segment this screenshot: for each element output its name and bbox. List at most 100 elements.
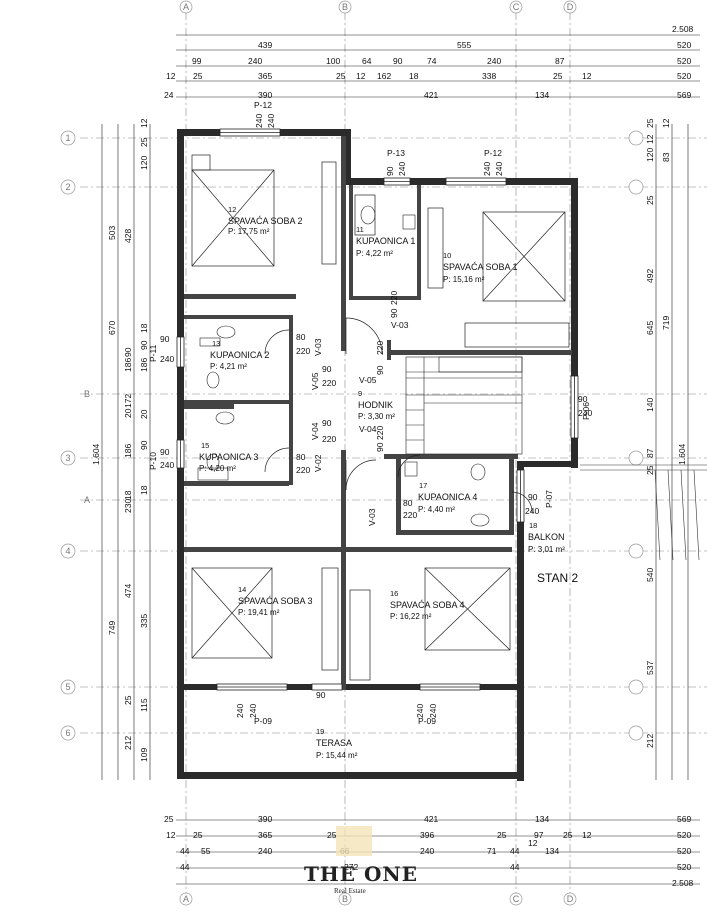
grid-label-bottom-a: A [183,894,189,904]
svg-text:25: 25 [563,830,573,840]
grid-label-b-row: B [84,389,90,399]
svg-text:12: 12 [582,71,592,81]
top-dimension-lines [176,34,700,98]
svg-text:240: 240 [494,162,504,176]
interior-walls [184,136,572,690]
svg-text:749: 749 [107,621,117,635]
svg-text:90: 90 [375,442,385,452]
svg-text:396: 396 [420,830,434,840]
svg-text:1.604: 1.604 [677,443,687,465]
svg-text:P-12: P-12 [254,100,272,110]
svg-text:220: 220 [375,426,385,440]
svg-text:537: 537 [645,661,655,675]
svg-text:25: 25 [645,195,655,205]
grid-label-bottom-b: B [342,894,348,904]
svg-text:25: 25 [193,71,203,81]
svg-text:569: 569 [677,90,691,100]
svg-text:12: 12 [166,71,176,81]
room-area: P: 3,30 m² [358,412,395,421]
svg-text:P-07: P-07 [544,490,554,508]
svg-text:520: 520 [677,830,691,840]
grid-bubble-bottom-b [338,892,352,906]
room-area: P: 15,16 m² [443,275,485,284]
svg-text:421: 421 [424,90,438,100]
svg-text:12: 12 [661,118,671,128]
svg-text:25: 25 [327,830,337,840]
svg-text:90: 90 [375,365,385,375]
svg-text:240: 240 [258,846,272,856]
room-area: P: 4,22 m² [356,249,393,258]
svg-text:240: 240 [266,114,276,128]
svg-text:74: 74 [427,56,437,66]
svg-text:421: 421 [424,814,438,824]
room-area: P: 4,21 m² [210,362,247,371]
svg-text:87: 87 [645,448,655,458]
svg-text:P-12: P-12 [484,148,502,158]
room-name: KUPAONICA 4 [418,492,477,502]
svg-text:55: 55 [201,846,211,856]
room-name: HODNIK [358,400,393,410]
svg-text:2.508: 2.508 [672,878,694,888]
room-area: P: 17,75 m² [228,227,270,236]
room-name: KUPAONICA 3 [199,452,258,462]
svg-text:V-03: V-03 [313,338,323,356]
room-name: TERASA [316,738,352,748]
svg-text:115: 115 [139,698,149,712]
svg-text:240: 240 [415,704,425,718]
svg-text:240: 240 [428,704,438,718]
svg-text:V-03: V-03 [367,508,377,526]
room-number: 16 [390,589,398,598]
logo-emblem [336,826,372,856]
room-area: P: 4,40 m² [418,505,455,514]
svg-text:220: 220 [375,341,385,355]
room-number: 19 [316,727,324,736]
opening-labels: P-12 240 240 P-13 90 240 P-12 240 240 P-… [148,100,592,726]
svg-text:390: 390 [258,814,272,824]
svg-text:90: 90 [160,447,170,457]
grid-label-2: 2 [65,182,70,192]
svg-text:220: 220 [403,510,417,520]
grid-label-4: 4 [65,546,70,556]
svg-text:186: 186 [123,444,133,458]
room-name: SPAVAĆA SOBA 2 [228,216,303,226]
svg-text:25: 25 [645,118,655,128]
room-name: SPAVAĆA SOBA 1 [443,262,518,272]
svg-text:V-04: V-04 [310,422,320,440]
grid-bubble-bottom-c [509,892,523,906]
svg-text:83: 83 [661,152,671,162]
grid-label-bottom-c: C [513,894,520,904]
svg-text:240: 240 [160,354,174,364]
svg-text:172: 172 [123,394,133,408]
svg-text:90: 90 [316,690,326,700]
room-labels: 12 SPAVAĆA SOBA 2 P: 17,75 m² 11 KUPAONI… [199,205,565,760]
svg-text:569: 569 [677,814,691,824]
svg-text:240: 240 [578,408,592,418]
bottom-dimension-text: 25 390 421 134 569 12 25 365 25 396 25 9… [164,814,694,888]
svg-text:186: 186 [139,358,149,372]
svg-text:240: 240 [482,162,492,176]
svg-text:555: 555 [457,40,471,50]
svg-text:18: 18 [139,323,149,333]
svg-text:109: 109 [139,748,149,762]
room-area: P: 19,41 m² [238,608,280,617]
unit-label: STAN 2 [537,571,578,585]
svg-text:V-05: V-05 [359,375,377,385]
svg-text:212: 212 [123,736,133,750]
svg-text:24: 24 [164,90,174,100]
svg-text:240: 240 [235,704,245,718]
svg-text:99: 99 [192,56,202,66]
left-dimension-text: 1.604 503 670 749 428 90 186 172 20 186 … [91,118,149,762]
svg-text:335: 335 [139,614,149,628]
sanitary-fixtures [197,205,490,527]
svg-text:64: 64 [362,56,372,66]
svg-text:134: 134 [535,90,549,100]
room-name: KUPAONICA 2 [210,350,269,360]
svg-text:390: 390 [258,90,272,100]
svg-text:134: 134 [545,846,559,856]
svg-text:25: 25 [164,814,174,824]
svg-text:25: 25 [497,830,507,840]
svg-text:90: 90 [139,340,149,350]
svg-text:240: 240 [420,846,434,856]
svg-text:12: 12 [166,830,176,840]
